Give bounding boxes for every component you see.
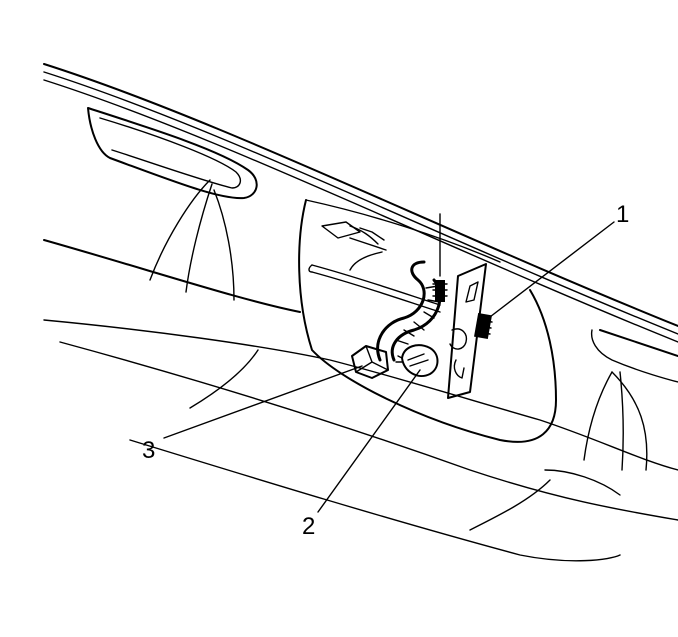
access-panel (298, 199, 557, 443)
upper-screw (432, 213, 448, 302)
electrical-connector (351, 345, 389, 379)
body-panel (43, 239, 678, 562)
right-lamp-recess (583, 329, 678, 471)
callout-label-3: 3 (142, 437, 155, 464)
mounting-bracket (447, 263, 487, 399)
bulb-socket (395, 344, 439, 377)
left-lamp-recess (87, 107, 258, 301)
callout-label-1: 1 (616, 201, 629, 228)
wiring-harness (376, 260, 442, 362)
leader-lines (163, 221, 615, 513)
roof-edge (43, 63, 678, 343)
callout-label-2: 2 (302, 513, 315, 540)
